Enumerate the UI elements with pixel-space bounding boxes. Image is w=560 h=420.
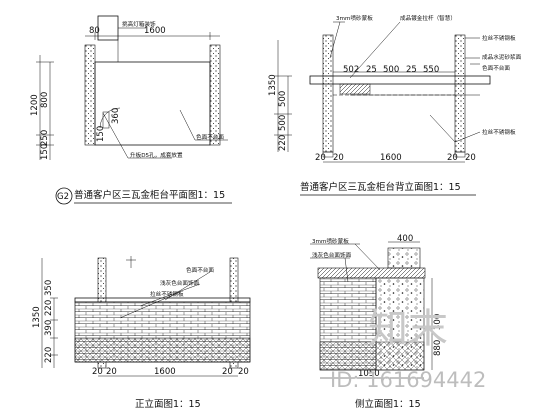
side-top-counter [317, 267, 426, 279]
elev-dim-top-2: 500 [383, 65, 399, 75]
plan-dim-left-0: 1200 [30, 94, 40, 116]
elev-dim-left-1: 500 [278, 91, 288, 107]
elevation-view-title: 普通客户区三瓦金柜台背立面图1：15 [300, 181, 461, 193]
plan-note-hole: 升板D5孔，成套放置 [130, 151, 183, 159]
plan-view-number: G2 [57, 192, 69, 202]
side-dim-2: 880 [433, 340, 443, 356]
side-note-0: 3mm喷砂蒙板 [312, 237, 349, 245]
front-dim-bottom-3: 20 [222, 367, 233, 377]
front-view-title: 正立面图1：15 [135, 398, 201, 410]
plan-lightbox [97, 15, 119, 41]
elev-dim-left-2: 500 [278, 115, 288, 131]
side-dim-0: 400 [397, 234, 413, 244]
plan-dim-left-1: 800 [40, 92, 50, 108]
elev-note-3: 成品水泥砂浆面 [482, 53, 522, 61]
front-dim-left-2: 220 [44, 300, 54, 316]
front-dim-bottom-1: 20 [106, 367, 117, 377]
plan-dim-inner-1: 150 [96, 126, 106, 142]
plan-dim-inner-0: 360 [111, 108, 121, 124]
elev-dim-bottom-3: 20 [447, 153, 458, 163]
elev-note-4: 色面不台面 [482, 64, 510, 72]
plan-view-title: 普通客户区三瓦金柜台平面图1：15 [74, 189, 225, 201]
front-dim-bottom-0: 20 [92, 367, 103, 377]
watermark-brand: 知末 [368, 306, 448, 352]
front-dim-bottom-4: 20 [238, 367, 249, 377]
front-note-2: 拉丝不锈钢板 [150, 290, 184, 298]
front-dim-left-1: 350 [44, 280, 54, 296]
elev-dim-top-0: 502 [343, 65, 359, 75]
elev-dim-top-4: 550 [423, 65, 439, 75]
plan-note-counter: 色面不台面 [196, 133, 224, 141]
watermark: 知末 ID: 161694442 [330, 306, 486, 392]
front-note-1: 浅灰色台面饰面 [160, 279, 200, 287]
elev-dim-bottom-0: 20 [315, 153, 326, 163]
elev-note-5: 拉丝不锈钢板 [482, 128, 516, 136]
side-view: 400 300 880 1050 3mm喷砂蒙板 浅灰色台面饰面 侧立面图1：1… [310, 234, 443, 410]
elev-dim-top-1: 25 [366, 65, 377, 75]
plan-right-post [209, 44, 221, 146]
front-dim-left-3: 390 [44, 320, 54, 336]
front-note-0: 色面不台面 [186, 266, 214, 274]
plan-dim-left-2: 250 [40, 130, 50, 146]
plan-left-post [84, 44, 96, 146]
plan-view-number-bubble [55, 187, 73, 205]
elev-note-2: 拉丝不锈钢板 [482, 34, 516, 42]
front-dim-left-4: 220 [44, 347, 54, 363]
elev-dim-bottom-1: 20 [333, 153, 344, 163]
front-dim-left-0: 1350 [32, 306, 42, 328]
elev-dim-bottom-2: 1600 [380, 153, 402, 163]
side-dim-1: 300 [433, 314, 443, 330]
side-dim-3: 1050 [358, 369, 380, 379]
plan-dim-top-1: 1600 [144, 26, 166, 36]
elev-note-0: 3mm喷砂蒙板 [336, 14, 373, 22]
plan-view: 80 1600 1200 800 250 150 360 150 挑高灯箱装饰 … [30, 15, 232, 205]
elev-dim-bottom-4: 20 [465, 153, 476, 163]
elevation-view: 502 25 500 25 550 1350 500 500 220 20 20… [268, 14, 522, 196]
elev-dim-left-3: 220 [278, 135, 288, 151]
elevation-rail [309, 75, 491, 85]
elev-dim-left-0: 1350 [268, 74, 278, 96]
side-note-1: 浅灰色台面饰面 [312, 251, 352, 259]
side-upper-glass [387, 247, 421, 269]
elev-dim-top-3: 25 [406, 65, 417, 75]
elev-note-1: 成品镀金拉杆（智慧） [400, 14, 456, 22]
plan-note-lightbox: 挑高灯箱装饰 [122, 20, 156, 28]
plan-dim-left-3: 150 [40, 144, 50, 160]
plan-counter-outline [94, 61, 211, 146]
plan-dim-top-0: 80 [89, 26, 100, 36]
elevation-right-post [454, 34, 466, 153]
front-view: 1350 350 220 390 220 20 20 1600 20 20 色面… [32, 256, 251, 410]
front-dim-bottom-2: 1600 [154, 367, 176, 377]
watermark-id: ID: 161694442 [330, 368, 486, 392]
side-view-title: 侧立面图1：15 [355, 398, 421, 410]
